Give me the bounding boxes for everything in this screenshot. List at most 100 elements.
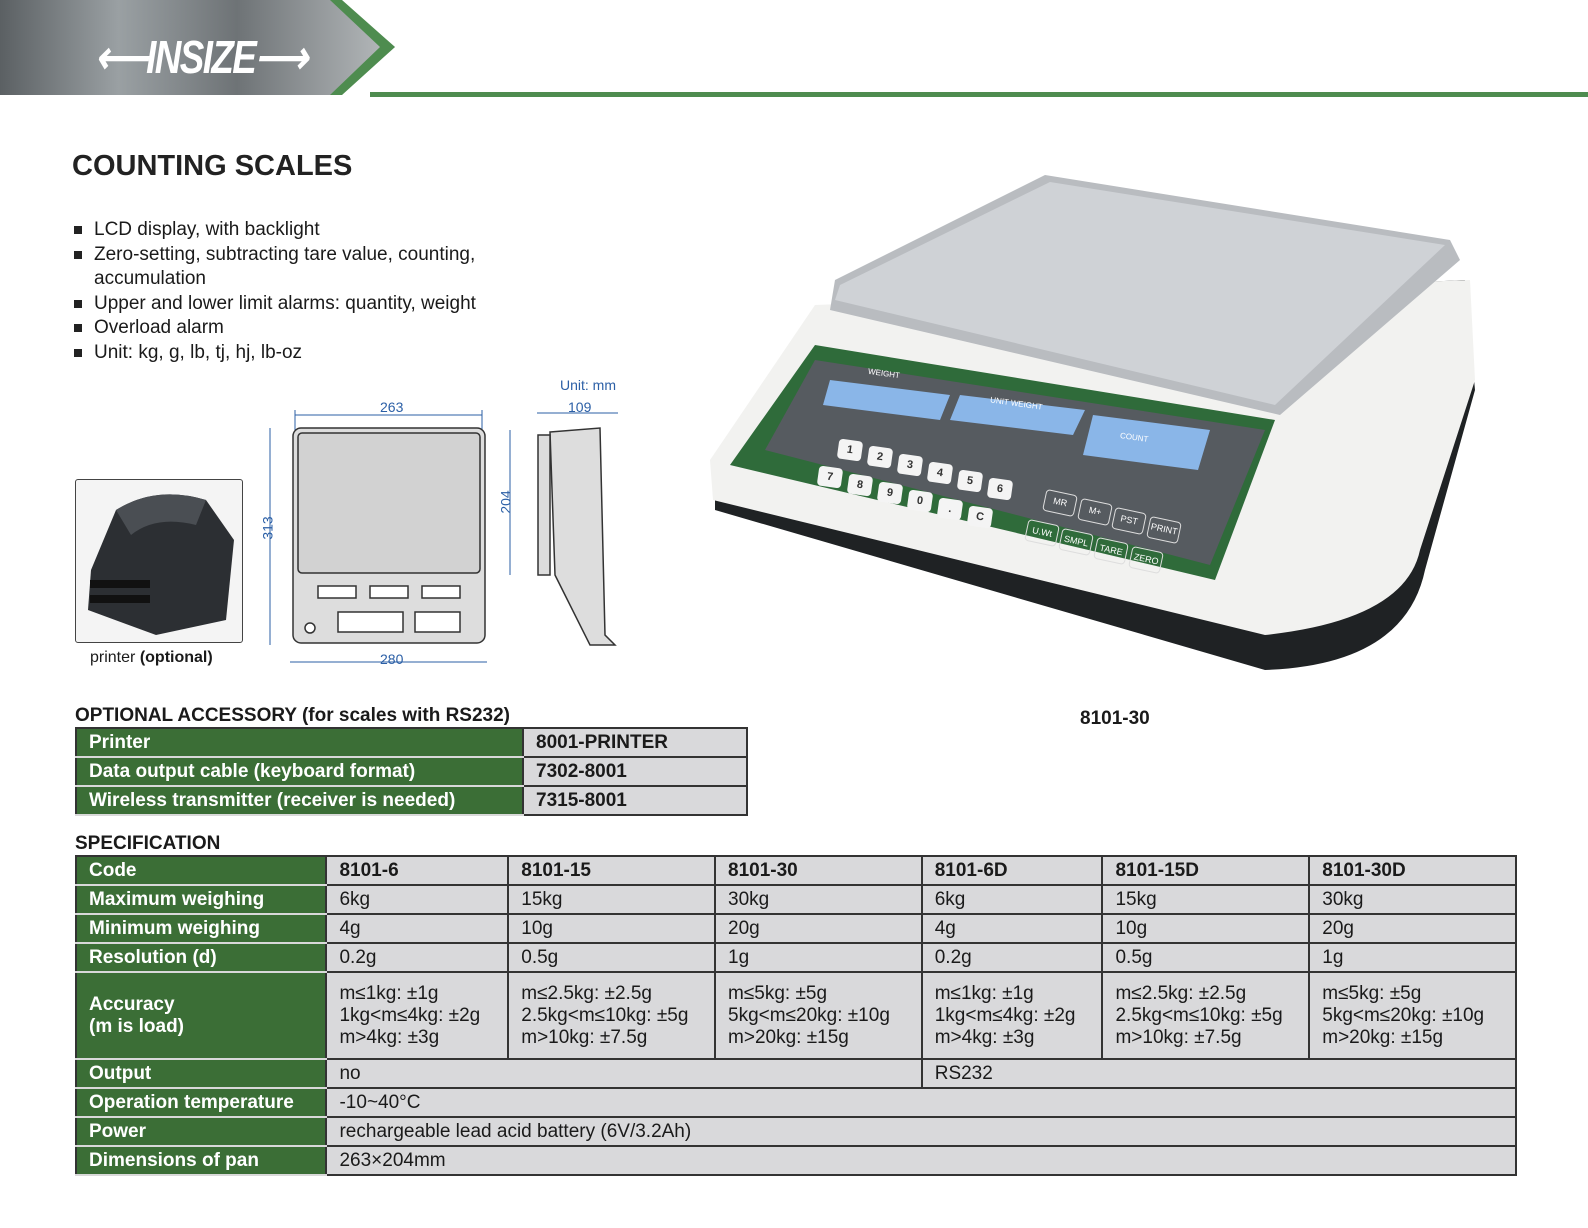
table-row: Wireless transmitter (receiver is needed… xyxy=(75,785,748,816)
accessory-heading: OPTIONAL ACCESSORY (for scales with RS23… xyxy=(75,705,510,726)
row-label: Operation temperature xyxy=(74,1087,328,1118)
cell: 263×204mm xyxy=(325,1145,1517,1176)
dim-width-top: 263 xyxy=(380,399,404,415)
cell: rechargeable lead acid battery (6V/3.2Ah… xyxy=(325,1116,1517,1147)
accessory-name: Data output cable (keyboard format) xyxy=(75,756,524,787)
printer-image xyxy=(75,479,243,643)
spec-heading: SPECIFICATION xyxy=(75,833,221,854)
row-label: Output xyxy=(74,1058,328,1089)
scale-key: 7 xyxy=(816,465,844,489)
page-title: COUNTING SCALES xyxy=(72,150,353,182)
code-cell: 8101-15 xyxy=(507,855,717,886)
feature-item: LCD display, with backlight xyxy=(74,218,554,243)
accessory-name: Wireless transmitter (receiver is needed… xyxy=(75,785,524,816)
code-cell: 8101-30D xyxy=(1308,855,1517,886)
cell: 4g xyxy=(325,913,510,944)
scale-key: . xyxy=(936,497,964,521)
cell: no xyxy=(325,1058,923,1089)
scale-key: C xyxy=(966,505,994,529)
cell: 20g xyxy=(714,913,923,944)
header-banner: ⟵INSIZE⟶ xyxy=(0,0,1588,97)
code-cell: 8101-6 xyxy=(325,855,510,886)
code-cell: 8101-6D xyxy=(920,855,1104,886)
brand-logo: ⟵INSIZE⟶ xyxy=(95,31,308,83)
cell: -10~40°C xyxy=(325,1087,1517,1118)
cell: 15kg xyxy=(507,884,717,915)
cell: 0.5g xyxy=(1101,942,1311,973)
cell: RS232 xyxy=(920,1058,1518,1089)
accessory-code: 7302-8001 xyxy=(522,756,748,787)
accessory-name: Printer xyxy=(75,727,524,758)
cell: 4g xyxy=(920,913,1104,944)
dim-width-bottom: 280 xyxy=(380,651,404,667)
scale-key: 3 xyxy=(896,453,924,477)
feature-item: Zero-setting, subtracting tare value, co… xyxy=(74,243,554,292)
scale-key: 4 xyxy=(926,461,954,485)
table-row: Operation temperature-10~40°C xyxy=(74,1087,1517,1118)
row-label: Minimum weighing xyxy=(74,913,328,944)
cell: 10g xyxy=(1101,913,1311,944)
cell: 20g xyxy=(1308,913,1517,944)
scale-key: 8 xyxy=(846,473,874,497)
accessory-code: 7315-8001 xyxy=(522,785,748,816)
feature-item: Overload alarm xyxy=(74,316,554,341)
product-model: 8101-30 xyxy=(1080,708,1150,729)
row-label: Resolution (d) xyxy=(74,942,328,973)
label-line: Accuracy xyxy=(89,993,175,1015)
cell: 30kg xyxy=(714,884,923,915)
scale-key: 9 xyxy=(876,481,904,505)
cell: 30kg xyxy=(1308,884,1517,915)
code-cell: 8101-15D xyxy=(1101,855,1311,886)
cell: 1g xyxy=(714,942,923,973)
cell: 0.2g xyxy=(325,942,510,973)
row-label: Maximum weighing xyxy=(74,884,328,915)
label-line: (m is load) xyxy=(89,1015,185,1037)
dim-inner-depth: 204 xyxy=(497,490,514,514)
feature-list: LCD display, with backlight Zero-setting… xyxy=(74,218,554,365)
cell: 0.2g xyxy=(920,942,1104,973)
cell: 6kg xyxy=(920,884,1104,915)
row-label: Accuracy(m is load) xyxy=(74,971,328,1060)
scale-key: 2 xyxy=(866,445,894,469)
cell: 15kg xyxy=(1101,884,1311,915)
cell: 10g xyxy=(507,913,717,944)
scale-key: 5 xyxy=(956,469,984,493)
printer-caption: printer (optional) xyxy=(90,649,213,666)
scale-key: 1 xyxy=(836,438,864,462)
dim-height: 109 xyxy=(568,399,592,415)
scale-key: 6 xyxy=(986,477,1014,501)
accessory-code: 8001-PRINTER xyxy=(522,727,748,758)
row-label: Code xyxy=(74,855,328,886)
code-cell: 8101-30 xyxy=(714,855,923,886)
row-label: Dimensions of pan xyxy=(74,1145,328,1176)
cell: 6kg xyxy=(325,884,510,915)
unit-label: Unit: mm xyxy=(560,377,616,393)
dim-depth: 313 xyxy=(259,516,276,540)
cell: 0.5g xyxy=(507,942,717,973)
row-label: Power xyxy=(74,1116,328,1147)
feature-item: Upper and lower limit alarms: quantity, … xyxy=(74,292,554,317)
header-rule xyxy=(370,92,1588,97)
scale-key: 0 xyxy=(906,489,934,513)
banner-image xyxy=(0,0,395,95)
cell: 1g xyxy=(1308,942,1517,973)
table-row: Data output cable (keyboard format)7302-… xyxy=(75,756,748,787)
feature-item: Unit: kg, g, lb, tj, hj, lb-oz xyxy=(74,341,554,366)
